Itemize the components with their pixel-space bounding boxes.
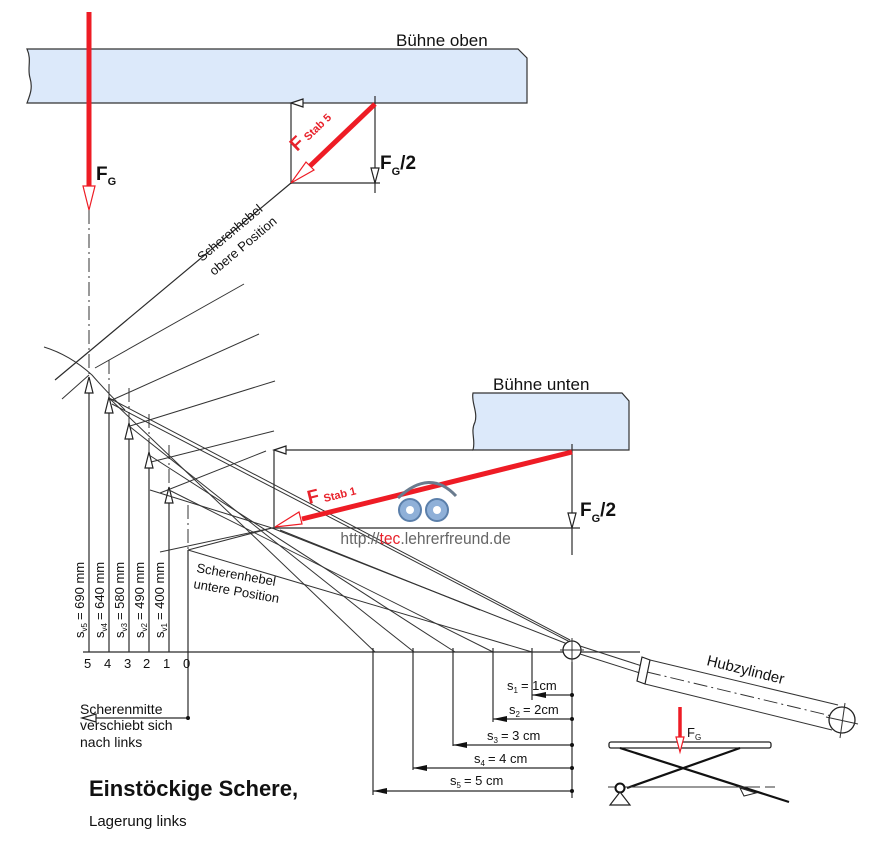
tick-1: 1 xyxy=(163,656,170,671)
sv3-label: sv3= 580 mm xyxy=(112,562,129,638)
sv5-label: sv5= 690 mm xyxy=(72,562,89,638)
sv1-label: sv1= 400 mm xyxy=(152,562,169,638)
position-axes xyxy=(108,360,189,560)
s1-label: s1= 1cm xyxy=(507,678,557,695)
tick-3: 3 xyxy=(124,656,131,671)
stab1-force-vector xyxy=(301,449,573,522)
upper-lever-line xyxy=(54,182,292,381)
stroke-dimension-lines xyxy=(373,692,574,794)
lower-horizontal-arrowhead xyxy=(272,445,287,455)
stab5-force-arrowhead xyxy=(290,161,315,184)
lower-half-fg-arrowhead xyxy=(567,512,577,531)
stroke-ticks xyxy=(372,648,573,798)
guide-arc xyxy=(43,346,126,411)
diagram-title: Einstöckige Schere, xyxy=(89,776,298,801)
stroke-labels: s1= 1cm s2= 2cm s3= 3 cm s4= 4 cm s5= 5 … xyxy=(450,678,559,790)
lower-platform xyxy=(472,392,630,451)
shift-note-2: verschiebt sich xyxy=(80,717,173,733)
mini-fg-label: FG xyxy=(687,725,701,742)
upper-platform-label: Bühne oben xyxy=(396,31,488,50)
lower-half-fg-label: FG/2 xyxy=(580,500,616,525)
upper-half-fg-label: FG/2 xyxy=(380,153,416,178)
lower-lever-fan xyxy=(108,397,571,653)
upper-half-fg-arrowhead xyxy=(370,167,380,186)
watermark-url: http://tec.lehrerfreund.de xyxy=(340,529,510,548)
tick-2: 2 xyxy=(143,656,150,671)
s5-label: s5= 5 cm xyxy=(450,773,503,790)
stab1-label: FStab 1 xyxy=(305,477,357,509)
tick-4: 4 xyxy=(104,656,111,671)
position-tick-labels: 5 4 3 2 1 0 xyxy=(84,656,190,671)
hydraulic-cylinder xyxy=(560,638,859,739)
upper-horizontal-arrowhead xyxy=(289,98,304,108)
stab1-force-arrowhead xyxy=(274,511,303,528)
shift-note-1: Scherenmitte xyxy=(80,701,163,717)
displacement-arrowheads xyxy=(84,376,174,504)
shift-dot xyxy=(186,716,190,720)
displacement-lines xyxy=(88,380,189,720)
s2-label: s2= 2cm xyxy=(509,702,559,719)
stab5-force-vector xyxy=(308,102,377,168)
crossing-line xyxy=(61,374,90,400)
fg-label: FG xyxy=(96,164,116,188)
s4-label: s4= 4 cm xyxy=(474,751,527,768)
diagram-subtitle: Lagerung links xyxy=(89,813,187,830)
upper-lever-fan xyxy=(94,283,276,494)
lower-platform-label: Bühne unten xyxy=(493,375,589,394)
shift-arrowhead xyxy=(79,713,97,723)
sv2-label: sv2= 490 mm xyxy=(132,562,149,638)
watermark-logo xyxy=(396,481,458,522)
tick-0: 0 xyxy=(183,656,190,671)
sv4-label: sv4= 640 mm xyxy=(92,562,109,638)
mini-scissor-lift xyxy=(608,707,790,806)
s3-label: s3= 3 cm xyxy=(487,728,540,745)
upper-platform xyxy=(26,48,528,104)
shift-note-3: nach links xyxy=(80,734,142,750)
vertical-displacement-labels: sv5= 690 mm sv4= 640 mm sv3= 580 mm sv2=… xyxy=(72,562,169,638)
tick-5: 5 xyxy=(84,656,91,671)
fg-force-arrowhead xyxy=(82,185,96,211)
